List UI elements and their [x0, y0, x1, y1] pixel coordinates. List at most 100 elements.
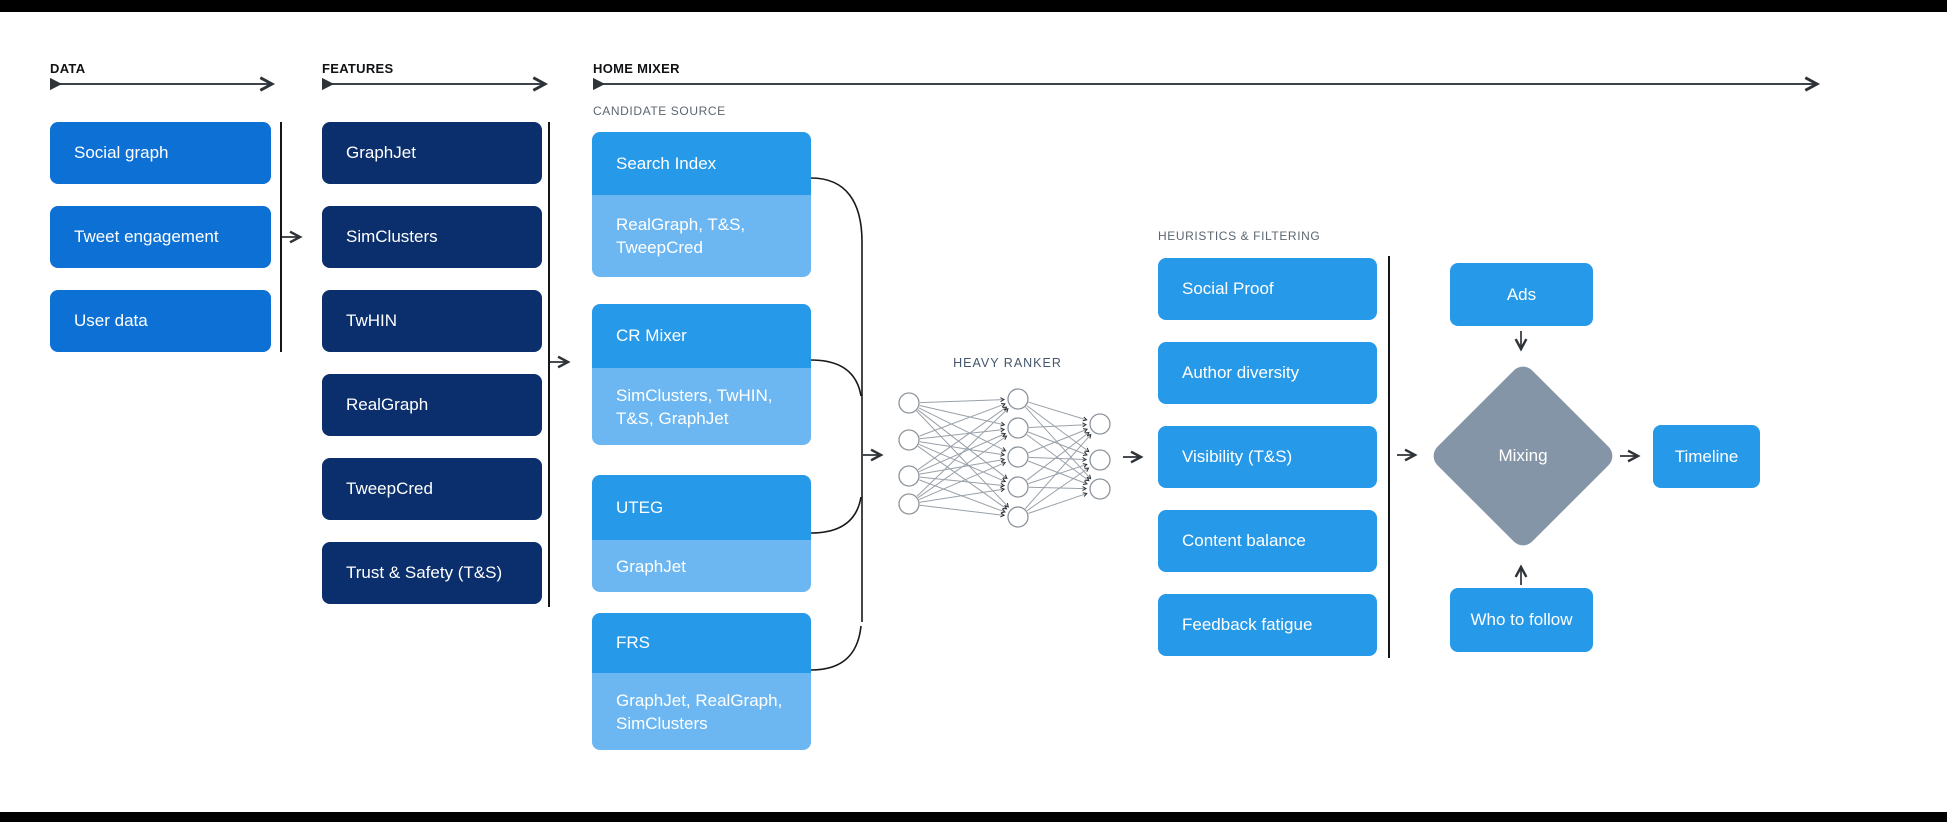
nn-node	[1007, 417, 1029, 439]
nn-node	[1089, 413, 1111, 435]
nn-edge	[917, 445, 1008, 510]
box-label: User data	[74, 311, 148, 330]
box-label: RealGraph, T&S, TweepCred	[616, 215, 746, 257]
nn-edge	[1028, 463, 1088, 485]
candidate-sources: RealGraph, T&S, TweepCred	[592, 195, 811, 277]
box-label: Social graph	[74, 143, 169, 162]
nn-node	[1007, 446, 1029, 468]
candidate-title: CR Mixer	[592, 304, 811, 368]
box-label: SimClusters	[346, 227, 438, 246]
box-label: Author diversity	[1182, 363, 1300, 382]
candidate-box-frs: FRS GraphJet, RealGraph, SimClusters	[592, 613, 811, 750]
candidate-box-uteg: UTEG GraphJet	[592, 475, 811, 592]
candidate-title: UTEG	[592, 475, 811, 540]
heuristics-box-visibility: Visibility (T&S)	[1158, 426, 1377, 488]
box-label: GraphJet	[346, 143, 416, 162]
nn-edge	[917, 435, 1008, 499]
nn-edge	[1026, 405, 1090, 453]
nn-edge	[1026, 434, 1090, 482]
nn-edge	[918, 461, 1007, 501]
candidate-sources: GraphJet	[592, 540, 811, 592]
nn-node	[898, 493, 920, 515]
nn-edge	[919, 397, 1006, 404]
nn-node	[898, 429, 920, 451]
box-label: SimClusters, TwHIN, T&S, GraphJet	[616, 385, 773, 428]
nn-edge	[919, 487, 1006, 503]
nn-edge	[919, 476, 1006, 488]
mixing-label: Mixing	[1456, 389, 1590, 523]
heuristics-box-author-diversity: Author diversity	[1158, 342, 1377, 404]
letterbox-top	[0, 0, 1947, 12]
timeline-box: Timeline	[1653, 425, 1760, 488]
nn-edge	[918, 432, 1007, 473]
features-box-simclusters: SimClusters	[322, 206, 542, 268]
box-label: TweepCred	[346, 479, 433, 498]
nn-edge	[919, 405, 1006, 427]
box-label: Tweet engagement	[74, 227, 219, 246]
data-box-tweet-engagement: Tweet engagement	[50, 206, 271, 268]
features-box-tweepcred: TweepCred	[322, 458, 542, 520]
nn-edge	[916, 410, 1009, 508]
nn-edge	[1028, 486, 1088, 491]
candidate-sources: GraphJet, RealGraph, SimClusters	[592, 673, 811, 750]
nn-edge	[917, 409, 1008, 480]
letterbox-bottom	[0, 812, 1947, 822]
nn-edge	[916, 408, 1009, 497]
box-label: CR Mixer	[616, 326, 687, 345]
features-box-realgraph: RealGraph	[322, 374, 542, 436]
box-label: TwHIN	[346, 311, 397, 330]
box-label: GraphJet	[616, 556, 686, 576]
nn-edge	[918, 407, 1007, 452]
box-label: Social Proof	[1182, 279, 1274, 298]
candidate-title: Search Index	[592, 132, 811, 195]
nn-edge	[919, 441, 1006, 457]
column-header-home-mixer: HOME MIXER	[593, 61, 680, 76]
features-box-trust-safety: Trust & Safety (T&S)	[322, 542, 542, 604]
box-label: Who to follow	[1470, 610, 1573, 629]
column-header-features: FEATURES	[322, 61, 394, 76]
nn-node	[1089, 449, 1111, 471]
nn-edge	[1028, 460, 1088, 485]
nn-edge	[1028, 456, 1088, 462]
features-box-graphjet: GraphJet	[322, 122, 542, 184]
nn-node	[1007, 388, 1029, 410]
box-label: GraphJet, RealGraph, SimClusters	[616, 690, 783, 733]
nn-node	[898, 465, 920, 487]
nn-edge	[919, 504, 1006, 518]
connector-search-index	[810, 177, 863, 622]
nn-edge	[1025, 406, 1092, 480]
box-label: Search Index	[616, 153, 717, 173]
neural-network	[898, 388, 1111, 528]
nn-node	[1007, 476, 1029, 498]
nn-edge	[918, 443, 1007, 483]
nn-edge	[917, 406, 1008, 471]
box-label: Mixing	[1498, 446, 1548, 465]
nn-edge	[1028, 422, 1088, 428]
column-header-data: DATA	[50, 61, 86, 76]
candidate-box-cr-mixer: CR Mixer SimClusters, TwHIN, T&S, GraphJ…	[592, 304, 811, 445]
nn-edge	[1024, 433, 1092, 510]
nn-edge	[1028, 492, 1088, 514]
nn-node	[898, 392, 920, 414]
nn-edge	[919, 427, 1006, 440]
heuristics-box-social-proof: Social Proof	[1158, 258, 1377, 320]
box-label: Feedback fatigue	[1182, 615, 1313, 634]
nn-edge	[1028, 431, 1088, 456]
box-label: FRS	[616, 633, 650, 652]
box-label: Ads	[1506, 284, 1537, 304]
box-label: Timeline	[1674, 446, 1739, 466]
heuristics-filtering-label: HEURISTICS & FILTERING	[1158, 229, 1321, 243]
box-label: Content balance	[1182, 531, 1306, 550]
heuristics-box-feedback-fatigue: Feedback fatigue	[1158, 594, 1377, 656]
ads-box: Ads	[1450, 263, 1593, 326]
connector-uteg	[810, 496, 862, 534]
connector-cr-mixer	[810, 359, 862, 397]
box-label: Trust & Safety (T&S)	[346, 563, 503, 582]
candidate-source-label: CANDIDATE SOURCE	[593, 104, 726, 118]
heuristics-box-content-balance: Content balance	[1158, 510, 1377, 572]
nn-edge	[1028, 428, 1088, 454]
nn-node	[1007, 506, 1029, 528]
data-box-social-graph: Social graph	[50, 122, 271, 184]
